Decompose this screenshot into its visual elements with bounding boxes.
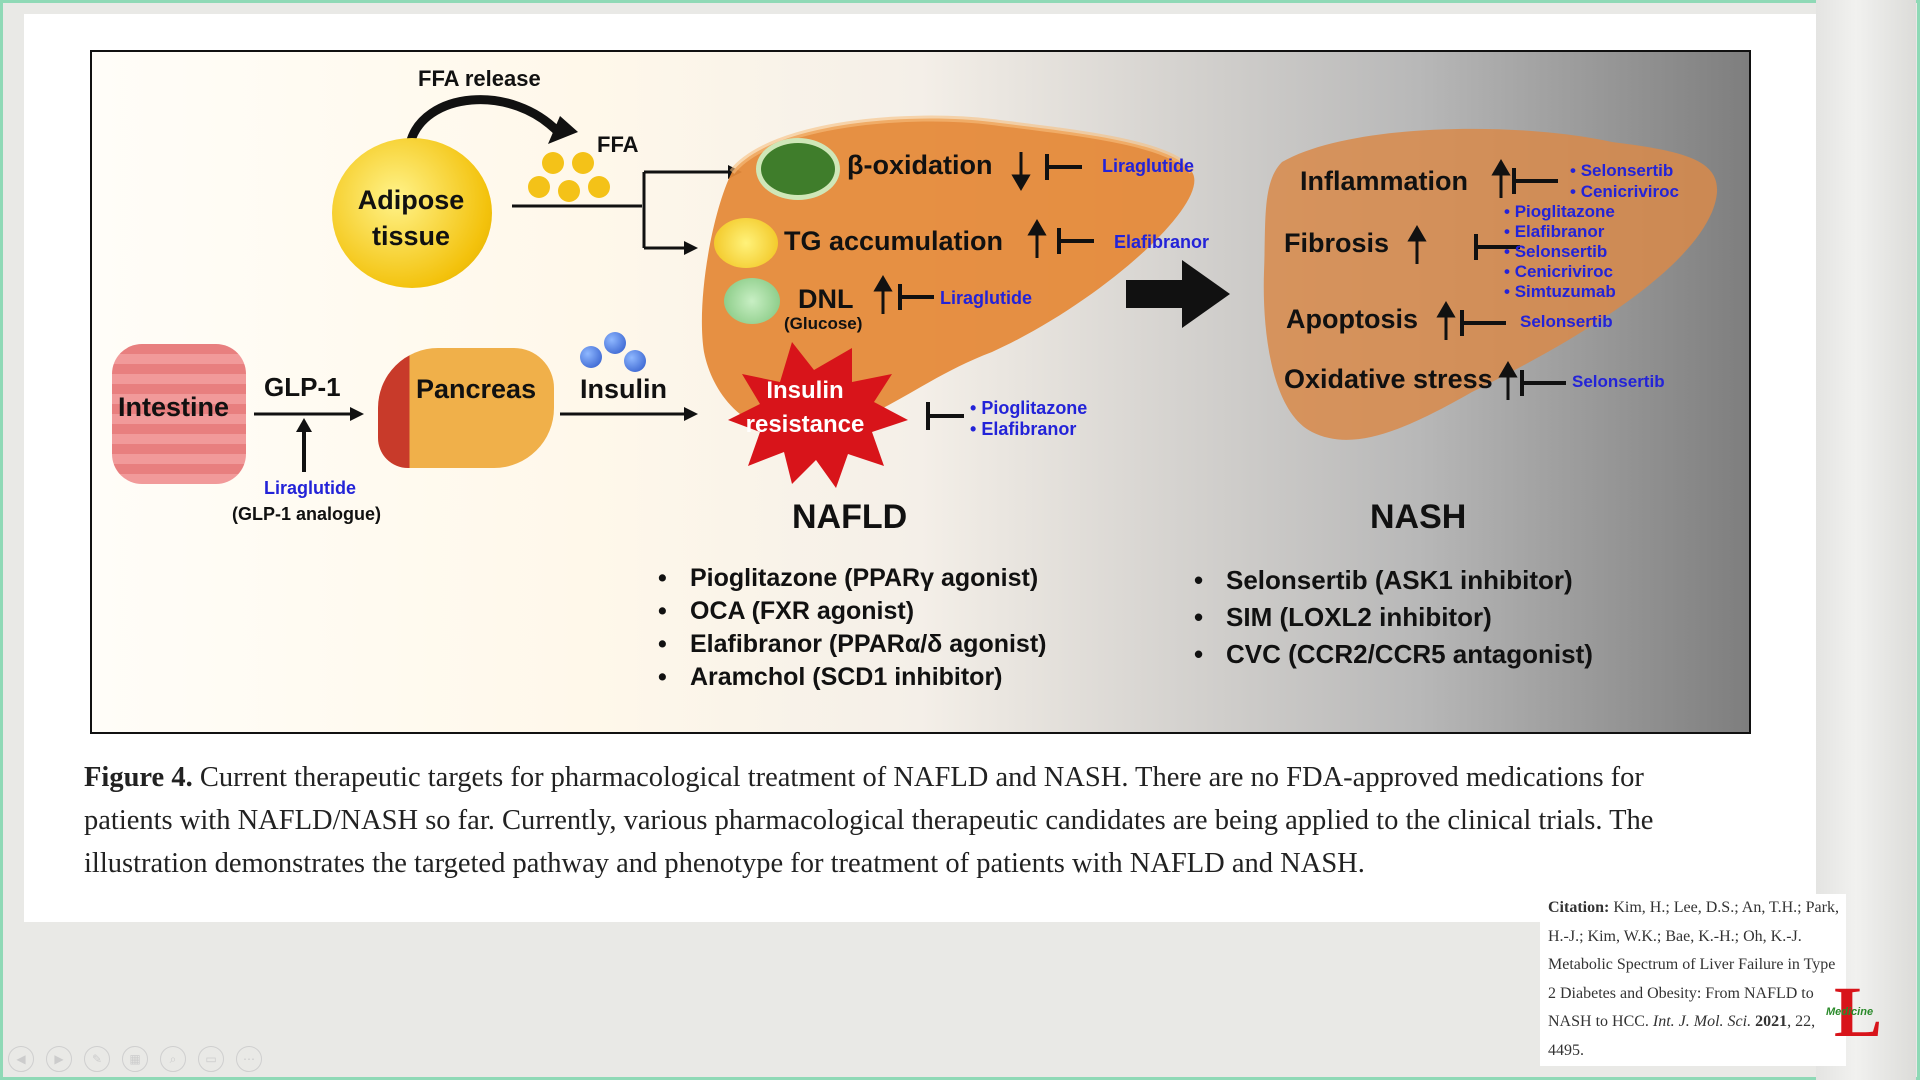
caption-label: Figure 4.	[84, 762, 193, 793]
drug-item: Cenicriviroc	[1570, 181, 1679, 202]
figure-panel: Adipose tissue FFA release FFA Intestine…	[90, 50, 1751, 734]
list-item: Pioglitazone (PPARγ agonist)	[658, 562, 1046, 595]
list-item: Elafibranor (PPARα/δ agonist)	[658, 628, 1046, 661]
drug-item: Selonsertib	[1504, 242, 1616, 262]
pancreas-label: Pancreas	[416, 374, 537, 404]
drug-item: Elafibranor	[970, 419, 1087, 440]
citation-box: Citation: Kim, H.; Lee, D.S.; An, T.H.; …	[1540, 894, 1846, 1066]
list-item: CVC (CCR2/CCR5 antagonist)	[1194, 636, 1593, 673]
more-icon[interactable]: ⋯	[236, 1046, 262, 1072]
beta-oxidation-drug: Liraglutide	[1102, 156, 1195, 176]
dnl-drug: Liraglutide	[940, 288, 1033, 308]
oxidative-stress-label: Oxidative stress	[1284, 364, 1493, 394]
slide: Adipose tissue FFA release FFA Intestine…	[24, 14, 1816, 922]
insulin-resistance-label: Insulin resistance	[745, 377, 865, 438]
figure-diagram-shapes	[254, 95, 1718, 488]
fibrosis-drugs: Pioglitazone Elafibranor Selonsertib Cen…	[1504, 202, 1616, 302]
glucose-icon	[724, 278, 780, 324]
list-item: SIM (LOXL2 inhibitor)	[1194, 599, 1593, 636]
citation-rest: , 22, 4495.	[1548, 1013, 1816, 1059]
citation-label: Citation:	[1548, 899, 1610, 916]
glucose-label: (Glucose)	[784, 314, 863, 333]
citation-journal: Int. J. Mol. Sci.	[1652, 1013, 1752, 1030]
figure-caption: Figure 4. Current therapeutic targets fo…	[84, 756, 1714, 885]
inflammation-drugs: Selonsertib Cenicriviroc	[1570, 160, 1679, 202]
nafld-drug-list: Pioglitazone (PPARγ agonist) OCA (FXR ag…	[658, 562, 1046, 694]
apoptosis-label: Apoptosis	[1286, 304, 1418, 334]
list-item: Aramchol (SCD1 inhibitor)	[658, 661, 1046, 694]
logo-text: Medicine	[1826, 1006, 1874, 1018]
list-item: OCA (FXR agonist)	[658, 595, 1046, 628]
caption-text: Current therapeutic targets for pharmaco…	[84, 762, 1654, 879]
inflammation-label: Inflammation	[1300, 166, 1469, 196]
next-icon[interactable]: ▶	[46, 1046, 72, 1072]
beta-oxidation-label: β-oxidation	[847, 150, 993, 180]
intestine-label: Intestine	[118, 392, 230, 422]
medicine-logo-icon: L Medicine	[1826, 972, 1883, 1052]
adipose-label: Adipose tissue	[357, 185, 465, 251]
insulin-label: Insulin	[580, 374, 667, 404]
liraglutide-label: Liraglutide	[264, 478, 357, 498]
slides-icon[interactable]: ▦	[122, 1046, 148, 1072]
tg-drug: Elafibranor	[1114, 232, 1210, 252]
oxidative-stress-drug: Selonsertib	[1572, 372, 1665, 391]
ffa-droplets-icon	[528, 152, 612, 212]
drug-item: Simtuzumab	[1504, 282, 1616, 302]
nash-drug-list: Selonsertib (ASK1 inhibitor) SIM (LOXL2 …	[1194, 562, 1593, 673]
glp1-analogue-label: (GLP-1 analogue)	[232, 504, 382, 524]
apoptosis-drug: Selonsertib	[1520, 312, 1613, 331]
ffa-label: FFA	[597, 132, 639, 157]
adipose-icon	[332, 138, 492, 288]
subtitles-icon[interactable]: ▭	[198, 1046, 224, 1072]
citation-text: Kim, H.; Lee, D.S.; An, T.H.; Park, H.-J…	[1548, 899, 1839, 1030]
citation-year: 2021	[1755, 1013, 1788, 1030]
ffa-release-label: FFA release	[418, 66, 541, 91]
intestine-icon	[112, 344, 246, 484]
tg-accumulation-label: TG accumulation	[784, 226, 1004, 256]
mitochondria-icon	[756, 138, 840, 200]
dnl-label: DNL	[798, 284, 854, 314]
tg-droplets-icon	[714, 218, 778, 268]
drug-item: Pioglitazone	[970, 398, 1087, 419]
nash-title: NASH	[1370, 498, 1467, 536]
pen-icon[interactable]: ✎	[84, 1046, 110, 1072]
list-item: Selonsertib (ASK1 inhibitor)	[1194, 562, 1593, 599]
insulin-resistance-drugs: Pioglitazone Elafibranor	[970, 398, 1087, 440]
drug-item: Elafibranor	[1504, 222, 1616, 242]
slideshow-toolbar: ◀ ▶ ✎ ▦ ⌕ ▭ ⋯	[8, 1046, 262, 1072]
zoom-icon[interactable]: ⌕	[160, 1046, 186, 1072]
fibrosis-label: Fibrosis	[1284, 228, 1390, 258]
drug-item: Cenicriviroc	[1504, 262, 1616, 282]
drug-item: Pioglitazone	[1504, 202, 1616, 222]
insulin-icon	[580, 332, 650, 378]
pancreas-icon	[378, 348, 554, 468]
previous-icon[interactable]: ◀	[8, 1046, 34, 1072]
nafld-title: NAFLD	[792, 498, 908, 536]
drug-item: Selonsertib	[1570, 160, 1679, 181]
glp1-label: GLP-1	[264, 372, 341, 402]
